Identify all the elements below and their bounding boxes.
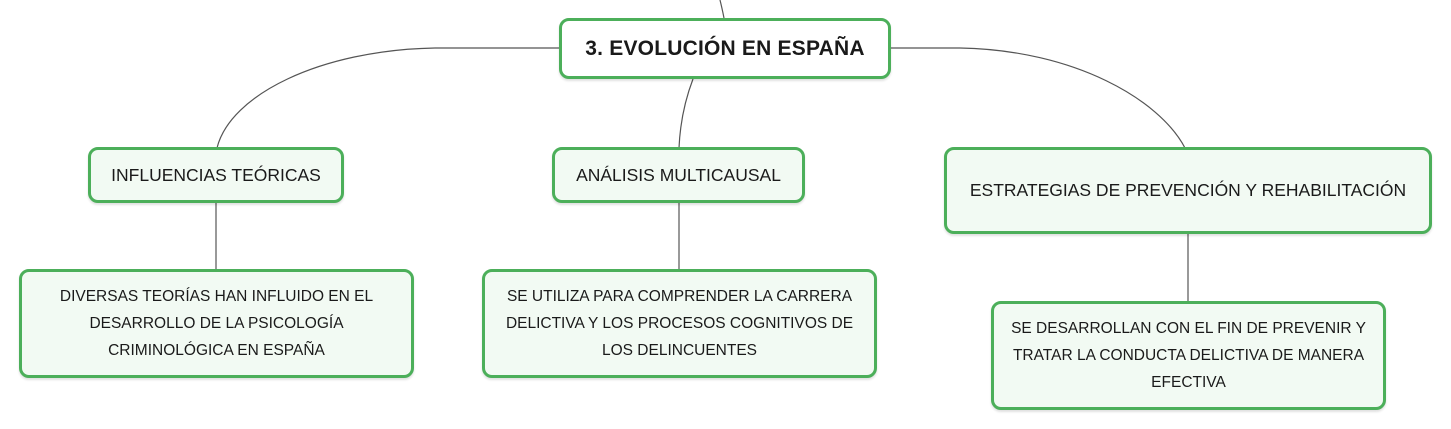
- connector-root-to-estrategias: [890, 47, 1186, 149]
- topic-node-influencias-teoricas[interactable]: INFLUENCIAS TEÓRICAS: [88, 147, 344, 203]
- topic-node-label: ESTRATEGIAS DE PREVENCIÓN Y REHABILITACI…: [969, 180, 1407, 200]
- topic-node-estrategias-prevencion[interactable]: ESTRATEGIAS DE PREVENCIÓN Y REHABILITACI…: [944, 147, 1432, 234]
- topic-node-analisis-multicausal[interactable]: ANÁLISIS MULTICAUSAL: [552, 147, 805, 203]
- connector-root-to-influencias: [216, 47, 560, 149]
- connector-root-to-analisis: [678, 78, 694, 149]
- detail-node-text: SE DESARROLLAN CON EL FIN DE PREVENIR Y …: [1011, 320, 1366, 391]
- detail-node-influencias-teoricas[interactable]: DIVERSAS TEORÍAS HAN INFLUIDO EN EL DESA…: [19, 269, 414, 378]
- detail-node-analisis-multicausal[interactable]: SE UTILIZA PARA COMPRENDER LA CARRERA DE…: [482, 269, 877, 378]
- topic-node-label: INFLUENCIAS TEÓRICAS: [111, 164, 321, 185]
- root-node-label: 3. EVOLUCIÓN EN ESPAÑA: [585, 36, 865, 60]
- root-node[interactable]: 3. EVOLUCIÓN EN ESPAÑA: [559, 18, 891, 79]
- detail-node-text: SE UTILIZA PARA COMPRENDER LA CARRERA DE…: [505, 288, 854, 359]
- connector-parent-to-root: [719, 0, 725, 19]
- topic-node-label: ANÁLISIS MULTICAUSAL: [576, 164, 781, 185]
- detail-node-estrategias-prevencion[interactable]: SE DESARROLLAN CON EL FIN DE PREVENIR Y …: [991, 301, 1386, 410]
- detail-node-text: DIVERSAS TEORÍAS HAN INFLUIDO EN EL DESA…: [59, 288, 374, 359]
